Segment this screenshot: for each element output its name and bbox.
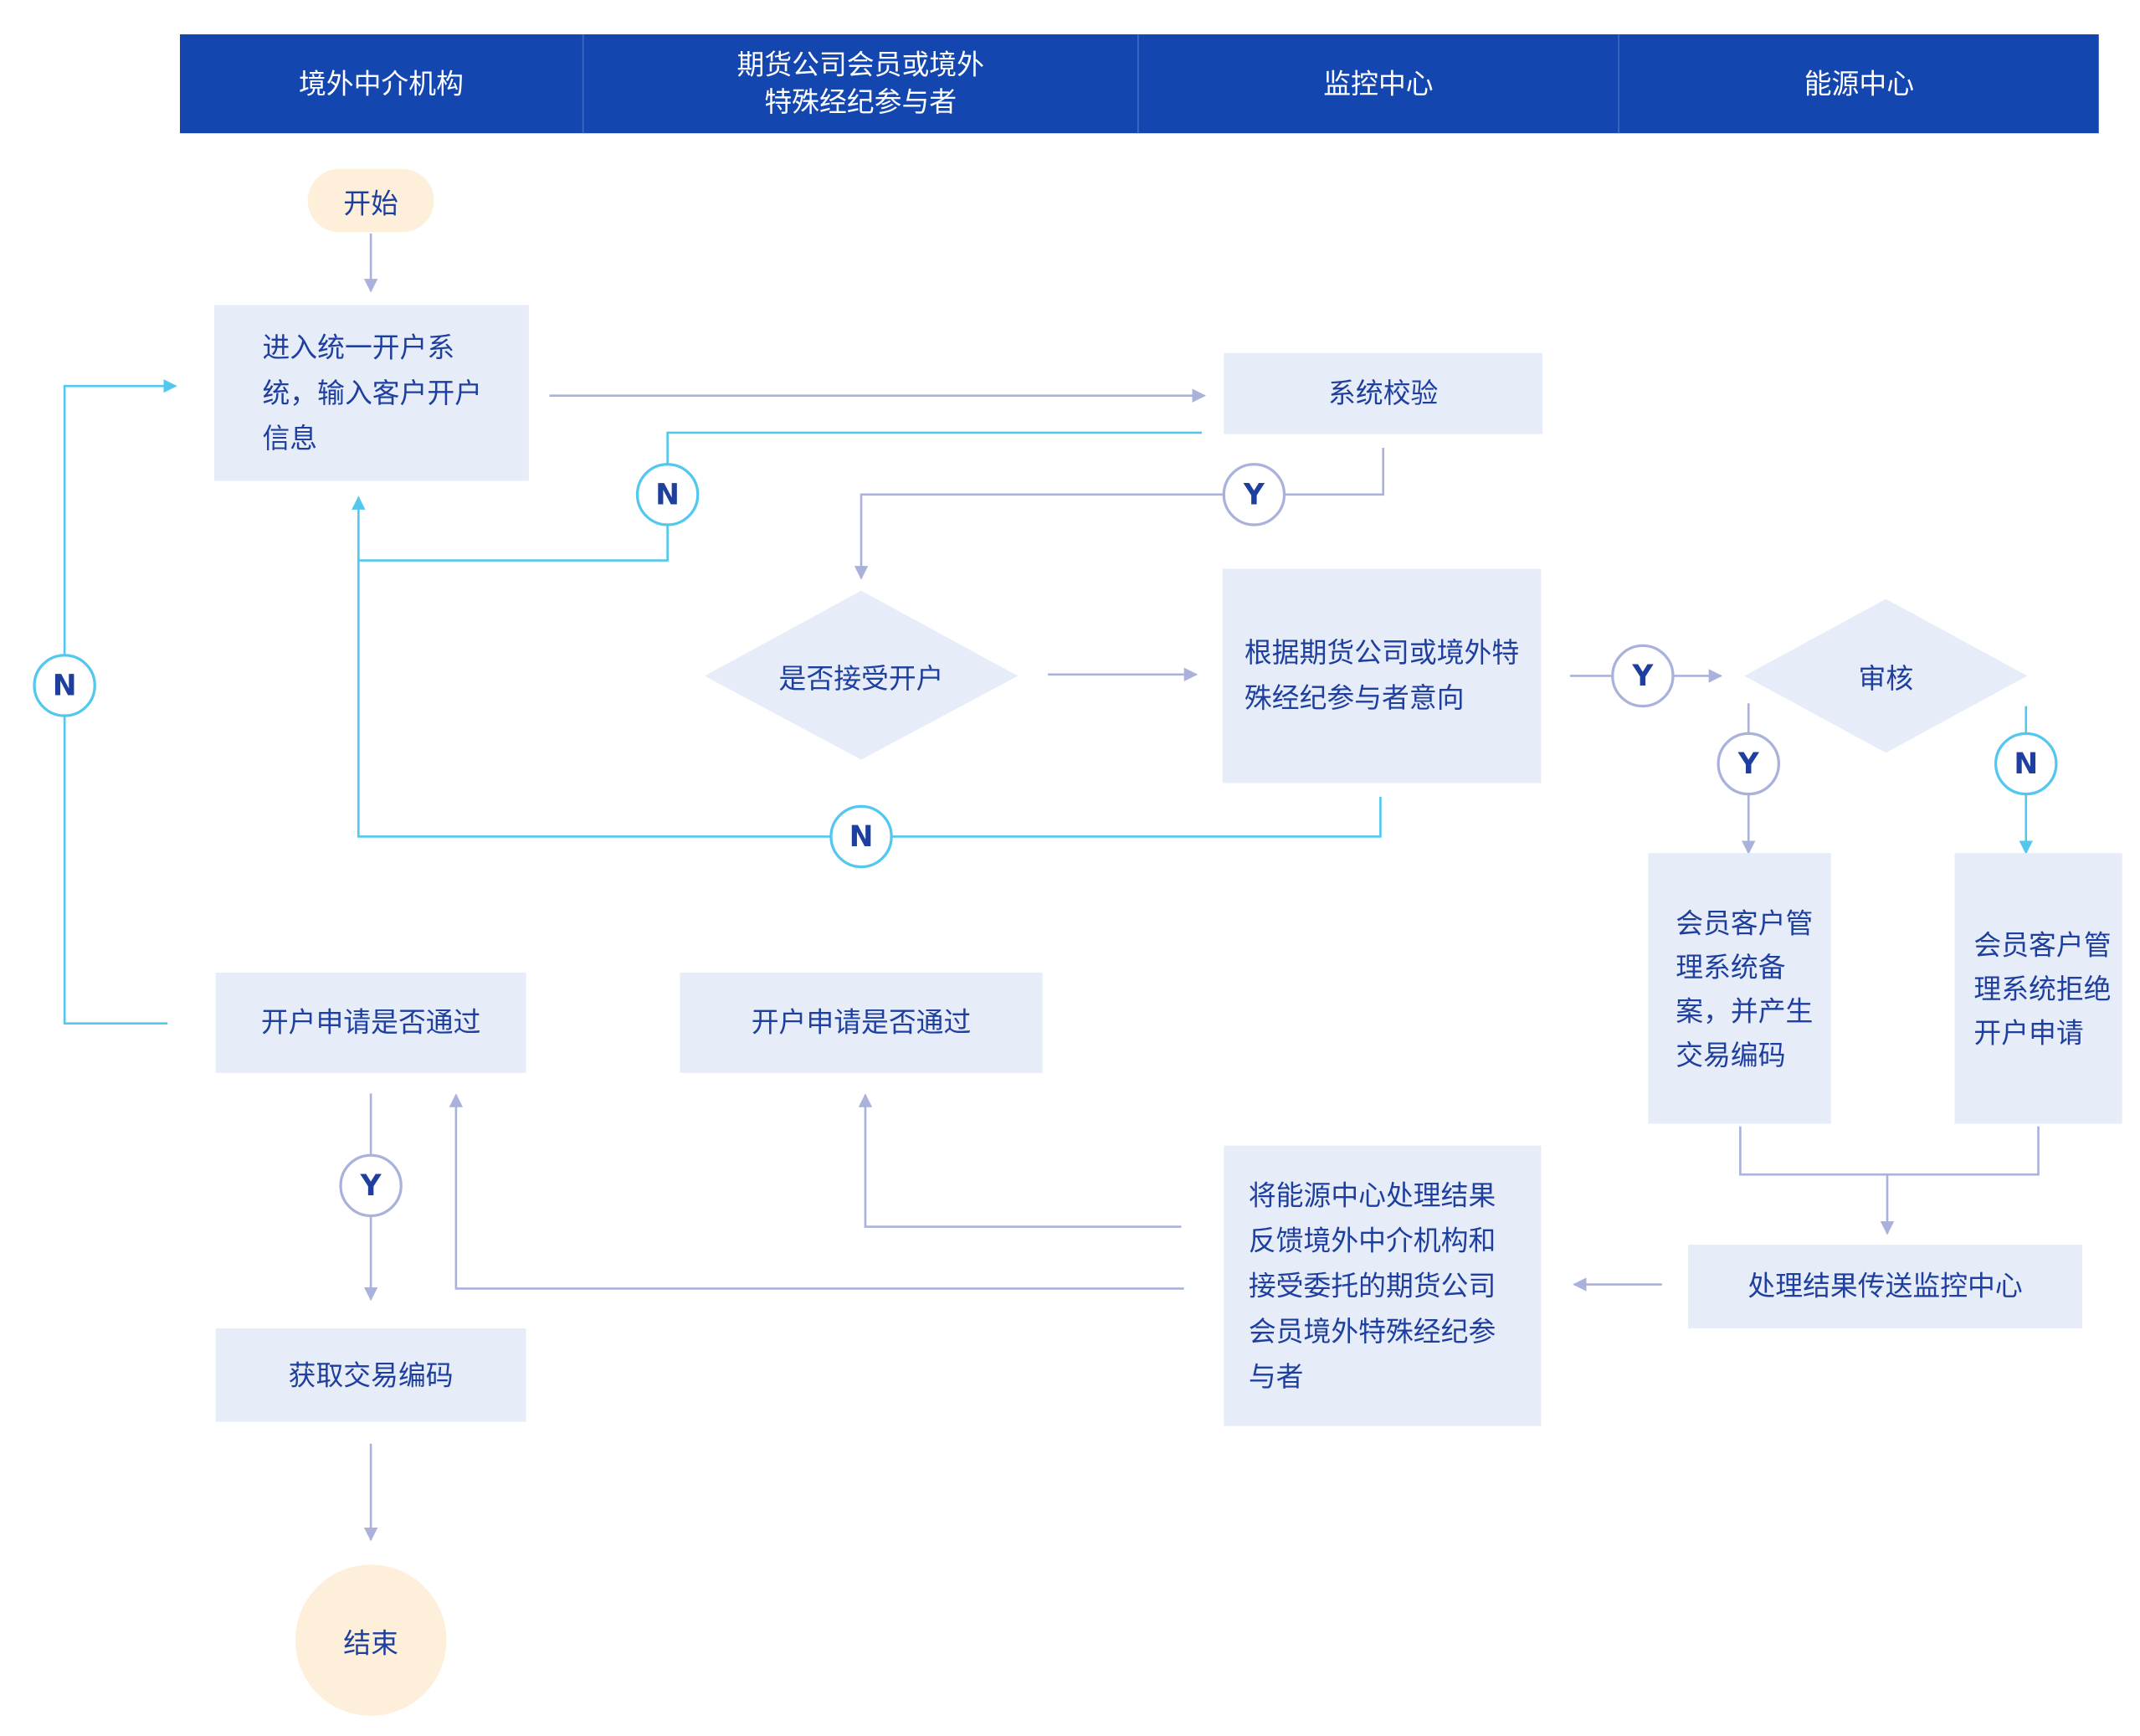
pass-check-mid-step: 开户申请是否通过 <box>680 972 1043 1073</box>
yes-badge: Y <box>1717 732 1780 796</box>
arrow-feedback-to-left <box>449 1093 1184 1290</box>
no-badge: N <box>33 654 96 717</box>
by-intent-step: 根据期货公司或境外特殊经纪参与者意向 <box>1222 568 1542 783</box>
no-badge: N <box>829 804 893 869</box>
arrow-results-merge <box>1739 1126 2040 1234</box>
decision-review-diamond <box>1744 598 2028 753</box>
reject-application-step: 会员客户管理系统拒绝开户申请 <box>1954 853 2122 1124</box>
enter-system-step: 进入统一开户系统，输入客户开户信息 <box>214 305 529 481</box>
decision-accept-diamond <box>704 590 1019 760</box>
pass-check-left-step: 开户申请是否通过 <box>215 972 526 1073</box>
lane-header-monitoring-center: 监控中心 <box>1138 34 1619 134</box>
yes-badge: Y <box>1611 644 1675 708</box>
no-badge: N <box>1994 732 2058 796</box>
lane-header-futures-member: 期货公司会员或境外 特殊经纪参与者 <box>583 34 1139 134</box>
decision-review-label: 审核 <box>1858 661 1914 695</box>
end-node: 结束 <box>295 1564 447 1716</box>
arrow-check-yes <box>854 448 1385 580</box>
yes-badge: Y <box>339 1153 403 1218</box>
lane-header-overseas-intermediary: 境外中介机构 <box>179 34 584 134</box>
start-node: 开始 <box>307 168 434 233</box>
arrow-feedback-to-mid <box>858 1093 1182 1228</box>
lane-header-energy-center: 能源中心 <box>1619 34 2099 134</box>
yes-badge: Y <box>1222 463 1286 526</box>
no-badge: N <box>635 463 700 526</box>
get-code-step: 获取交易编码 <box>215 1328 526 1422</box>
feedback-step: 将能源中心处理结果反馈境外中介机构和接受委托的期货公司会员境外特殊经纪参与者 <box>1224 1145 1542 1426</box>
record-and-code-step: 会员客户管理系统备案，并产生交易编码 <box>1648 853 1831 1124</box>
send-result-step: 处理结果传送监控中心 <box>1688 1244 2083 1329</box>
decision-accept-label: 是否接受开户 <box>778 661 944 695</box>
system-check-step: 系统校验 <box>1224 352 1543 434</box>
